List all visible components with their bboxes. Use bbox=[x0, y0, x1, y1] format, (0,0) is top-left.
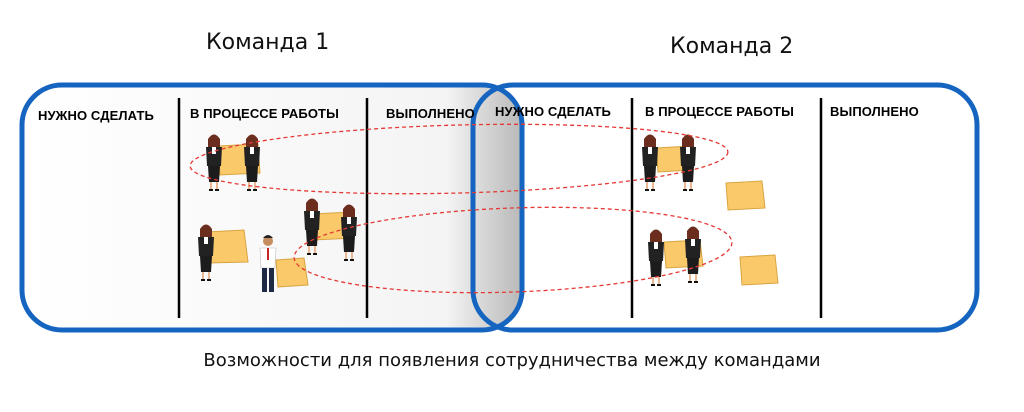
team-2-col-in-progress: В ПРОЦЕССЕ РАБОТЫ bbox=[645, 104, 794, 119]
team-2-col-todo: НУЖНО СДЕЛАТЬ bbox=[495, 104, 611, 119]
collaboration-links bbox=[189, 123, 733, 294]
diagram-caption: Возможности для появления сотрудничества… bbox=[203, 350, 821, 371]
team-1-board bbox=[19, 82, 525, 333]
team-2-title: Команда 2 bbox=[670, 34, 794, 59]
team-1-col-done: ВЫПОЛНЕНО bbox=[386, 106, 475, 121]
team-2-col-done: ВЫПОЛНЕНО bbox=[830, 104, 919, 119]
team-1-title: Команда 1 bbox=[206, 30, 330, 55]
team-1-col-todo: НУЖНО СДЕЛАТЬ bbox=[38, 108, 154, 123]
team-2-board bbox=[470, 82, 980, 333]
team-1-col-in-progress: В ПРОЦЕССЕ РАБОТЫ bbox=[190, 106, 339, 121]
